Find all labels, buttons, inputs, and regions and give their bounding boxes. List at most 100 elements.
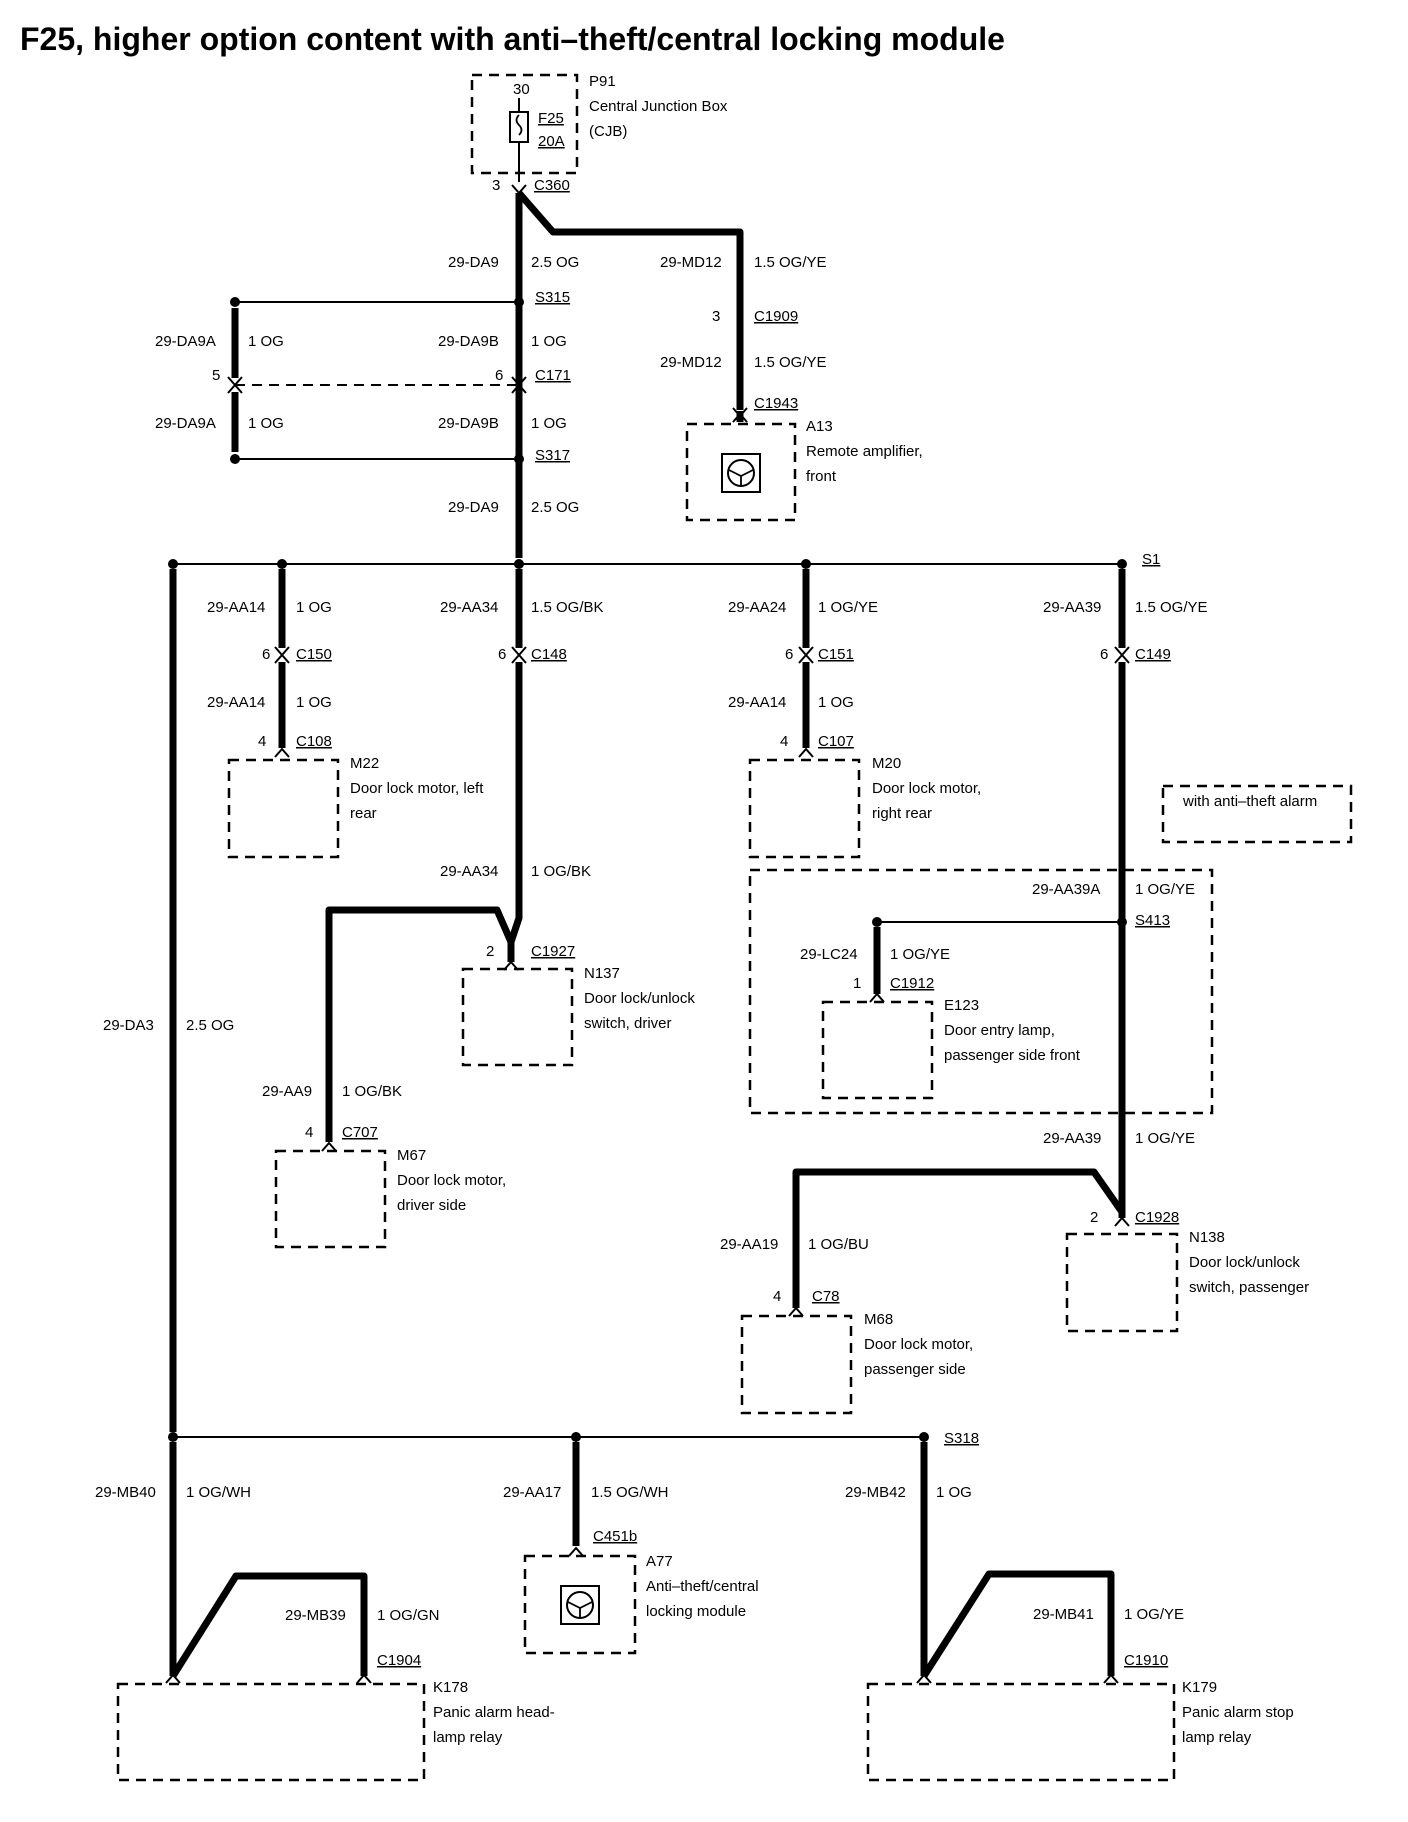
c171-pin-left: 5: [212, 367, 220, 384]
wire-lc24-circuit: 29-LC24: [800, 946, 858, 963]
remote-amplifier-front: A13 Remote amplifier, front: [685, 418, 923, 522]
n138-desc1: Door lock/unlock: [1189, 1254, 1300, 1271]
c707-pin: 4: [305, 1124, 313, 1141]
door-lock-motor-driver-side: M67 Door lock motor, driver side: [274, 1147, 506, 1249]
m22-desc2: rear: [350, 805, 377, 822]
c78-label: C78: [812, 1288, 840, 1305]
fuse-pin-label: 30: [513, 81, 530, 98]
fuse-name: F25: [538, 110, 564, 127]
c1943-label: C1943: [754, 395, 798, 412]
panic-alarm-stop-lamp-relay: K179 Panic alarm stop lamp relay: [866, 1679, 1294, 1782]
m67-desc2: driver side: [397, 1197, 466, 1214]
fuse-rating: 20A: [538, 133, 565, 150]
wire-aa14c-circuit: 29-AA14: [728, 694, 786, 711]
wire-mb39-circuit: 29-MB39: [285, 1607, 346, 1624]
wire-aa39b-spec: 1 OG/YE: [1135, 1130, 1195, 1147]
wire-da3-spec: 2.5 OG: [186, 1017, 234, 1034]
splice-s318: S318: [944, 1430, 979, 1447]
wire-aa19-spec: 1 OG/BU: [808, 1236, 869, 1253]
n137-desc1: Door lock/unlock: [584, 990, 695, 1007]
n138-id: N138: [1189, 1229, 1225, 1246]
a13-desc1: Remote amplifier,: [806, 443, 923, 460]
splice-s1: S1: [1142, 551, 1160, 568]
anti-theft-central-locking-module: A77 Anti–theft/central locking module: [523, 1553, 759, 1655]
c1909-label: C1909: [754, 308, 798, 325]
fuse-icon: [509, 111, 529, 143]
wire-da9-spec: 2.5 OG: [531, 254, 579, 271]
door-lock-motor-left-rear: M22 Door lock motor, left rear: [227, 755, 484, 859]
branch-connectors: [274, 646, 1130, 1317]
bottom-connectors: [165, 1546, 1119, 1684]
wire-mb41-circuit: 29-MB41: [1033, 1606, 1094, 1623]
cjb-name: Central Junction Box: [589, 98, 728, 115]
c1928-pin: 2: [1090, 1209, 1098, 1226]
splice-s315: S315: [535, 289, 570, 306]
c1927-pin: 2: [486, 943, 494, 960]
n138-desc2: switch, passenger: [1189, 1279, 1309, 1296]
c148-label: C148: [531, 646, 567, 663]
wire-da9b-b-circuit: 29-DA9B: [438, 415, 499, 432]
branch-wires: [169, 569, 1126, 1432]
wire-md12b-circuit: 29-MD12: [660, 354, 722, 371]
wire-aa17-spec: 1.5 OG/WH: [591, 1484, 669, 1501]
wire-aa34b-spec: 1 OG/BK: [531, 863, 591, 880]
wire-aa39-circuit: 29-AA39: [1043, 599, 1101, 616]
wire-mb42-circuit: 29-MB42: [845, 1484, 906, 1501]
wire-aa39a-circuit: 29-AA39A: [1032, 881, 1100, 898]
wire-aa9-spec: 1 OG/BK: [342, 1083, 402, 1100]
wire-md12-circuit: 29-MD12: [660, 254, 722, 271]
c107-label: C107: [818, 733, 854, 750]
m67-desc1: Door lock motor,: [397, 1172, 506, 1189]
a13-id: A13: [806, 418, 833, 435]
wire-aa39b-circuit: 29-AA39: [1043, 1130, 1101, 1147]
a77-id: A77: [646, 1553, 673, 1570]
c1909-pin: 3: [712, 308, 720, 325]
k178-desc1: Panic alarm head-: [433, 1704, 555, 1721]
bottom-branch-wires: [169, 1442, 1115, 1678]
k179-desc2: lamp relay: [1182, 1729, 1252, 1746]
wire-mb41-spec: 1 OG/YE: [1124, 1606, 1184, 1623]
c707-label: C707: [342, 1124, 378, 1141]
door-lock-motor-right-rear: M20 Door lock motor, right rear: [748, 755, 981, 859]
wire-aa34-circuit: 29-AA34: [440, 599, 498, 616]
wire-da9a-b-circuit: 29-DA9A: [155, 415, 216, 432]
wire-aa34b-circuit: 29-AA34: [440, 863, 498, 880]
c171-label: C171: [535, 367, 571, 384]
door-lock-motor-passenger-side: M68 Door lock motor, passenger side: [740, 1311, 973, 1415]
c360-pin: 3: [492, 177, 500, 194]
panic-alarm-headlamp-relay: K178 Panic alarm head- lamp relay: [116, 1679, 555, 1782]
m20-id: M20: [872, 755, 901, 772]
c1910-label: C1910: [1124, 1652, 1168, 1669]
c151-pin: 6: [785, 646, 793, 663]
option-note-text: with anti–theft alarm: [1182, 793, 1317, 810]
door-entry-lamp-passenger-front: E123 Door entry lamp, passenger side fro…: [821, 997, 1081, 1100]
wire-lc24-spec: 1 OG/YE: [890, 946, 950, 963]
wire-mb42-spec: 1 OG: [936, 1484, 972, 1501]
e123-desc1: Door entry lamp,: [944, 1022, 1055, 1039]
c149-label: C149: [1135, 646, 1171, 663]
wire-aa24-spec: 1 OG/YE: [818, 599, 878, 616]
anti-theft-option-region: [748, 868, 1214, 1115]
splice-s317: S317: [535, 447, 570, 464]
n137-id: N137: [584, 965, 620, 982]
diagram-title: F25, higher option content with anti–the…: [20, 21, 1005, 57]
wire-aa14c-spec: 1 OG: [818, 694, 854, 711]
wire-aa34-spec: 1.5 OG/BK: [531, 599, 604, 616]
cjb-id: P91: [589, 73, 616, 90]
c151-label: C151: [818, 646, 854, 663]
m20-desc2: right rear: [872, 805, 932, 822]
m67-id: M67: [397, 1147, 426, 1164]
wire-mb40-spec: 1 OG/WH: [186, 1484, 251, 1501]
m22-id: M22: [350, 755, 379, 772]
wire-aa9-circuit: 29-AA9: [262, 1083, 312, 1100]
wire-da9b-circuit: 29-DA9B: [438, 333, 499, 350]
e123-id: E123: [944, 997, 979, 1014]
a13-desc2: front: [806, 468, 837, 485]
c1928-label: C1928: [1135, 1209, 1179, 1226]
wire-da9-mid-spec: 2.5 OG: [531, 499, 579, 516]
c1912-label: C1912: [890, 975, 934, 992]
wire-da9a-b-spec: 1 OG: [248, 415, 284, 432]
a77-desc2: locking module: [646, 1603, 746, 1620]
c107-pin: 4: [780, 733, 788, 750]
